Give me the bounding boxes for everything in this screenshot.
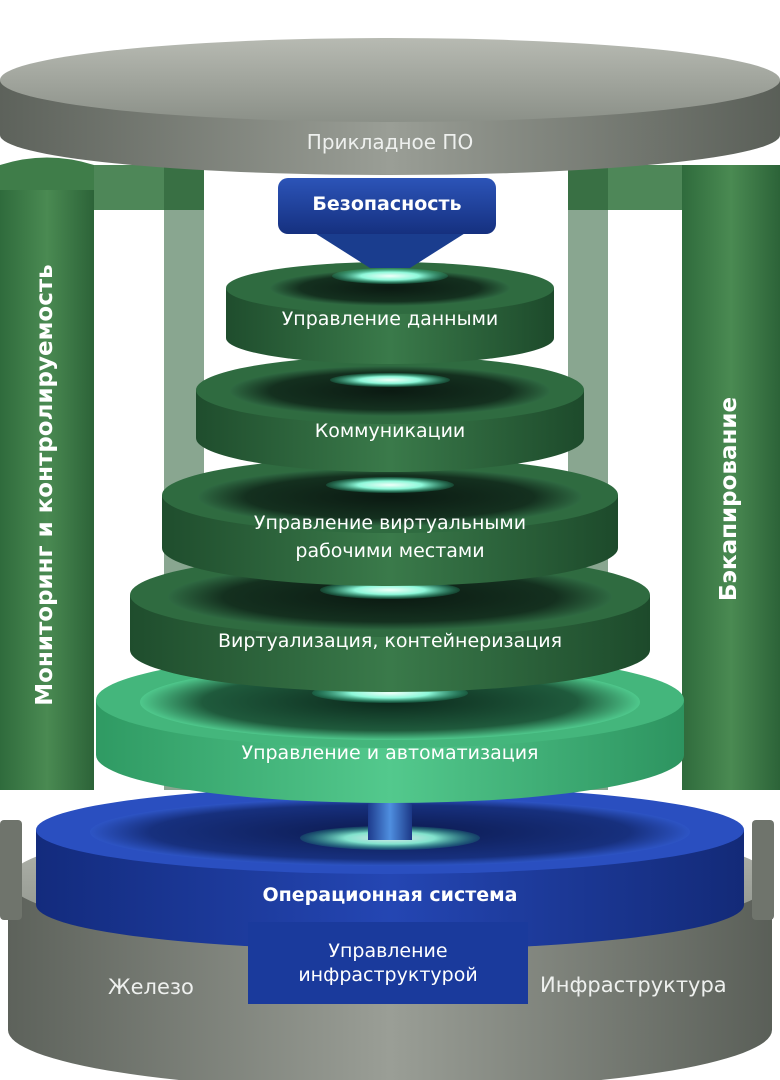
top-disc-label: Прикладное ПО: [306, 130, 474, 154]
infrastructure-label: Инфраструктура: [540, 973, 727, 997]
communications-label: Коммуникации: [314, 420, 466, 442]
infra-management-box: [248, 922, 528, 1004]
layer-vdi-disc: [162, 457, 618, 586]
layer-data-management-disc: [226, 262, 554, 364]
vdi-label-line2: рабочими местами: [295, 540, 485, 562]
virtualization-label: Виртуализация, контейнеризация: [217, 630, 563, 652]
vdi-label-line1: Управление виртуальными: [253, 512, 527, 534]
left-pillar-label: Мониторинг и контролируемость: [32, 264, 58, 706]
left-pillar: [0, 157, 94, 790]
security-label: Безопасность: [312, 193, 462, 215]
infra-box-line2: инфраструктурой: [298, 964, 478, 986]
top-disc: [0, 38, 780, 175]
os-label: Операционная система: [262, 884, 518, 906]
hardware-label: Железо: [108, 975, 194, 999]
layer-communications-disc: [196, 356, 584, 472]
infra-box-line1: Управление: [328, 940, 448, 962]
right-pillar-label: Бэкапирование: [716, 396, 742, 602]
management-automation-label: Управление и автоматизация: [241, 742, 539, 764]
layer-security-block: [278, 178, 496, 268]
data-management-label: Управление данными: [281, 308, 499, 330]
